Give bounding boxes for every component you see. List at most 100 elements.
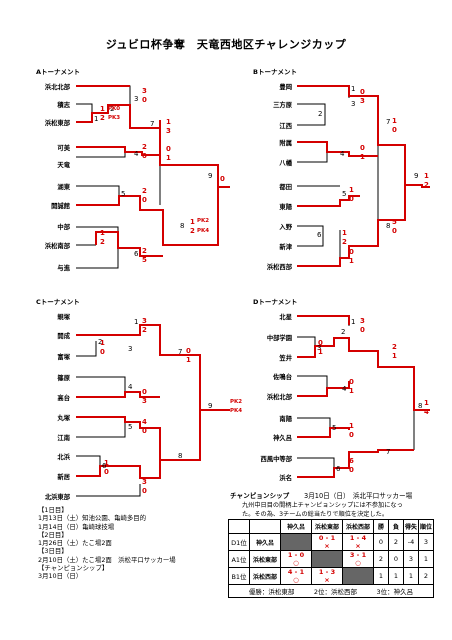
score: 1 [166, 154, 171, 162]
team-name: 中部学園 [266, 335, 292, 342]
score: 1 [342, 229, 347, 237]
schedule-line: 【3日目】 [38, 547, 68, 556]
pk-score: PK3 [108, 115, 121, 121]
championship-table: 神久呂 浜松東部 浜松西部 勝 負 得失 順位 D1位 神久呂 0 - 1× 1… [228, 519, 434, 598]
score: 2 [142, 187, 147, 195]
match-number: 2 [98, 338, 103, 346]
match-number: 1 [351, 318, 356, 326]
match-number: 7 [178, 348, 183, 356]
empty-cell [311, 550, 343, 568]
championship-title: チャンピョンシップ [230, 492, 290, 500]
score: 0 [100, 348, 105, 356]
team-name: 浜松南部 [44, 243, 70, 250]
team-name: 新津 [279, 244, 292, 251]
score: 0 [142, 487, 147, 495]
team-name: 北星 [279, 314, 292, 321]
score: 4 [424, 408, 429, 416]
score: 3 [360, 97, 365, 105]
match-number: 7 [386, 118, 391, 126]
losses: 1 [388, 567, 404, 585]
match-number: 9 [208, 402, 213, 410]
match-number: 5 [121, 190, 126, 198]
championship-note: た。その為、3チームの総当たりで順位を決定した。 [242, 511, 389, 518]
match-number: 9 [414, 172, 419, 180]
team-name: 神久呂 [249, 533, 281, 551]
match-number: 8 [418, 402, 423, 410]
pk-score: PK4 [230, 408, 243, 414]
pk-score: PK4 [197, 228, 210, 234]
team-name: 浜北北部 [44, 84, 70, 91]
score: 1 [104, 459, 109, 467]
score: 1 [349, 422, 354, 430]
match-result: 3 - 1○ [342, 550, 374, 568]
score: 2 [142, 143, 147, 151]
column-header: 順位 [418, 519, 434, 534]
team-name: 入野 [279, 224, 292, 231]
score: 0 [220, 175, 225, 183]
match-number: 9 [208, 172, 213, 180]
empty-cell [342, 567, 374, 585]
score: 3 [166, 127, 171, 135]
team-name: 八幡 [279, 160, 292, 167]
pk-score: PK0 [108, 106, 121, 112]
score: 4 [142, 418, 147, 426]
team-name: 南陽 [279, 416, 292, 423]
score: 3 [142, 397, 147, 405]
score: 3 [142, 87, 147, 95]
schedule-line: 【チャンピョンシップ】 [38, 564, 109, 573]
match-number: 4 [340, 150, 345, 158]
team-name: 浜松西部 [249, 567, 281, 585]
schedule-line: 3月10日（日） [38, 572, 83, 581]
schedule-line: 【1日目】 [38, 506, 68, 514]
pk-score: PK2 [230, 399, 243, 405]
match-number: 2 [341, 328, 346, 336]
score: 0 [318, 339, 323, 347]
team-name: 可美 [57, 145, 70, 152]
score: 1 [360, 153, 365, 161]
match-number: 1 [134, 318, 139, 326]
score: 0 [349, 431, 354, 439]
score: 2 [142, 247, 147, 255]
block-c-label: Cトーナメント [36, 298, 80, 306]
team-name: 中部 [57, 224, 70, 231]
team-name: 浜松東部 [249, 550, 281, 568]
team-name: 与進 [57, 265, 70, 272]
score: 1 [166, 118, 171, 126]
match-number: 6 [134, 250, 139, 258]
score: 1 [186, 356, 191, 364]
team-name: 開成 [57, 333, 70, 340]
team-name: 新居 [57, 474, 70, 481]
score: 1 [424, 399, 429, 407]
match-number: 3 [128, 345, 133, 353]
match-number: 2 [110, 105, 115, 113]
team-name: 丸塚 [57, 415, 70, 422]
goal-diff: -4 [403, 533, 419, 551]
score: 3 [360, 317, 365, 325]
match-result: 1 - 3× [311, 567, 343, 585]
wins: 2 [373, 550, 389, 568]
score: 1 [349, 257, 354, 265]
score: 0 [166, 145, 171, 153]
schedule-line: 2月10日（土）たこ場2面 浜松平口サッカー場 [38, 555, 176, 564]
match-number: 5 [332, 424, 337, 432]
match-result: 4 - 1○ [280, 567, 312, 585]
score: 0 [142, 427, 147, 435]
score: 2 [100, 238, 105, 246]
score: 3 [142, 317, 147, 325]
championship-note: 九州中日目の間柄上チャンピョンシップには不参加になっ [242, 502, 403, 509]
column-header: 得失 [403, 519, 419, 534]
team-name: 西風中等部 [260, 456, 292, 463]
team-name: 天竜 [57, 162, 70, 169]
team-name: 浜松北部 [266, 394, 292, 401]
score: 0 [360, 144, 365, 152]
score: 1 [100, 339, 105, 347]
match-number: 6 [317, 231, 322, 239]
score: 1 [318, 348, 323, 356]
score: 0 [142, 96, 147, 104]
match-number: 8 [386, 222, 391, 230]
row-label: B1位 [228, 567, 250, 585]
match-number: 4 [342, 385, 347, 393]
team-name: 浜名 [279, 475, 292, 482]
match-number: 7 [150, 120, 155, 128]
